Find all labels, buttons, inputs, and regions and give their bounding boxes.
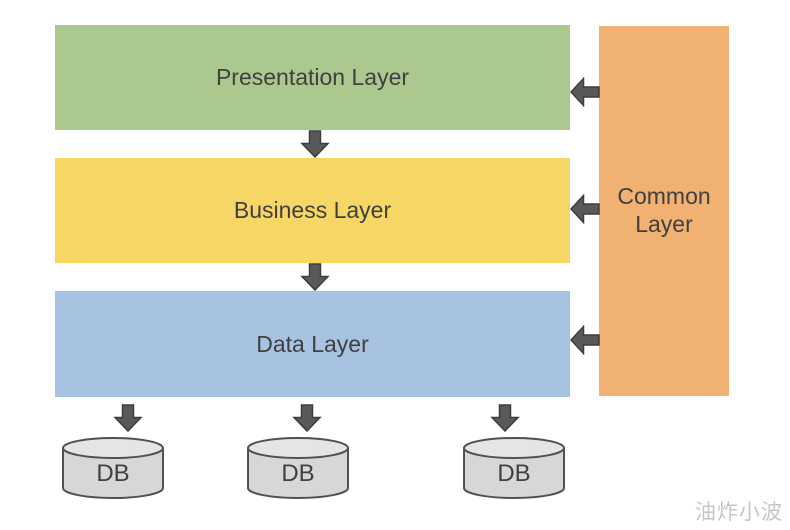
presentation-layer-label: Presentation Layer <box>215 64 410 90</box>
data-layer-label: Data Layer <box>256 330 369 357</box>
arrow-left-icon <box>570 325 600 355</box>
arrow-down-icon <box>300 263 330 291</box>
arrow-down-icon <box>292 404 322 432</box>
arrow-down-icon <box>113 404 143 432</box>
common-layer-box: Common Layer <box>599 26 729 396</box>
db-label: DB <box>96 460 129 487</box>
data-layer-box: Data Layer <box>55 291 570 397</box>
business-layer-box: Business Layer <box>55 158 570 263</box>
presentation-layer-box: Presentation Layer <box>55 25 570 130</box>
arrow-down-icon <box>300 130 330 158</box>
watermark-text: 油炸小波 <box>695 501 783 524</box>
database-cylinder-icon: DB <box>461 436 567 500</box>
database-cylinder-icon: DB <box>245 436 351 500</box>
business-layer-label: Business Layer <box>233 197 392 223</box>
arrow-left-icon <box>570 77 600 107</box>
db-label: DB <box>281 460 314 487</box>
common-layer-label: Common Layer <box>617 183 711 237</box>
arrow-down-icon <box>490 404 520 432</box>
db-label: DB <box>497 460 530 487</box>
database-cylinder-icon: DB <box>60 436 166 500</box>
arrow-left-icon <box>570 194 600 224</box>
